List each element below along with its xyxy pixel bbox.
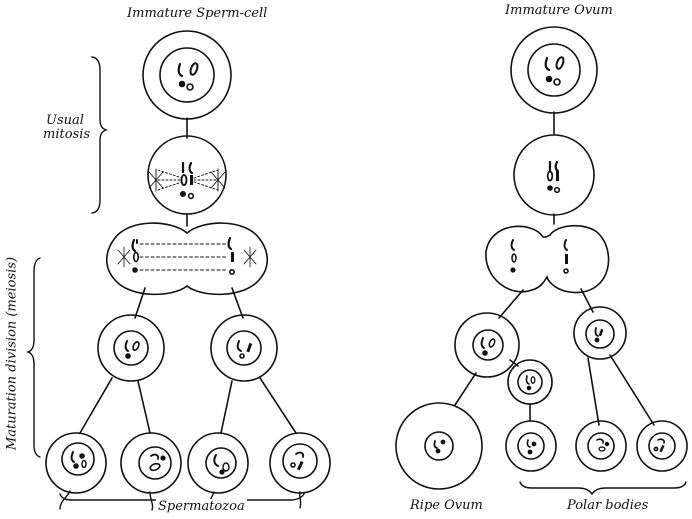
polar-bodies-label: Polar bodies	[567, 498, 649, 513]
usual-mitosis-label-line2: mitosis	[43, 127, 91, 142]
polar-body-3	[636, 420, 688, 472]
ripe-ovum-label: Ripe Ovum	[410, 498, 483, 513]
secondary-oocyte	[454, 312, 520, 378]
ovum-mitosis-cell	[513, 134, 595, 216]
maturation-division-label-wrapper: Maturation division (meiosis)	[2, 256, 22, 456]
connector-line	[498, 289, 524, 319]
maturation-division-label: Maturation division (meiosis)	[4, 256, 20, 451]
ripe-ovum	[395, 402, 483, 490]
spermatid-4	[269, 432, 331, 509]
connector-line	[220, 380, 233, 434]
spermatozoa-label: Spermatozoa	[156, 499, 247, 514]
immature-sperm-cell	[142, 30, 232, 120]
polar-body-1	[505, 420, 557, 472]
spermatid-3	[187, 432, 249, 509]
second-polar-body-small	[507, 359, 553, 405]
first-polar-body	[573, 306, 627, 360]
spermatid-2	[120, 432, 182, 511]
maturation-division-bracket	[25, 257, 41, 458]
spermatid-1	[45, 432, 107, 510]
connector-line	[587, 357, 600, 426]
polar-body-2	[575, 420, 627, 472]
connector-line	[137, 380, 151, 434]
mitosis-cell	[147, 135, 227, 215]
secondary-spermatocyte-right	[210, 314, 278, 382]
immature-sperm-cell-label: Immature Sperm-cell	[127, 6, 268, 21]
immature-ovum-label: Immature Ovum	[505, 3, 613, 18]
polar-bodies-bracket	[519, 481, 687, 496]
secondary-spermatocyte-left	[97, 314, 165, 382]
usual-mitosis-label-line1: Usual	[46, 113, 84, 128]
connector-line	[454, 372, 477, 406]
connector-line	[609, 354, 655, 426]
connector-line	[259, 377, 297, 434]
usual-mitosis-bracket	[91, 56, 109, 214]
immature-ovum-cell	[510, 26, 598, 114]
dividing-ovum-cell	[485, 224, 610, 294]
connector-line	[79, 377, 113, 434]
dividing-sperm-cell	[105, 222, 269, 296]
